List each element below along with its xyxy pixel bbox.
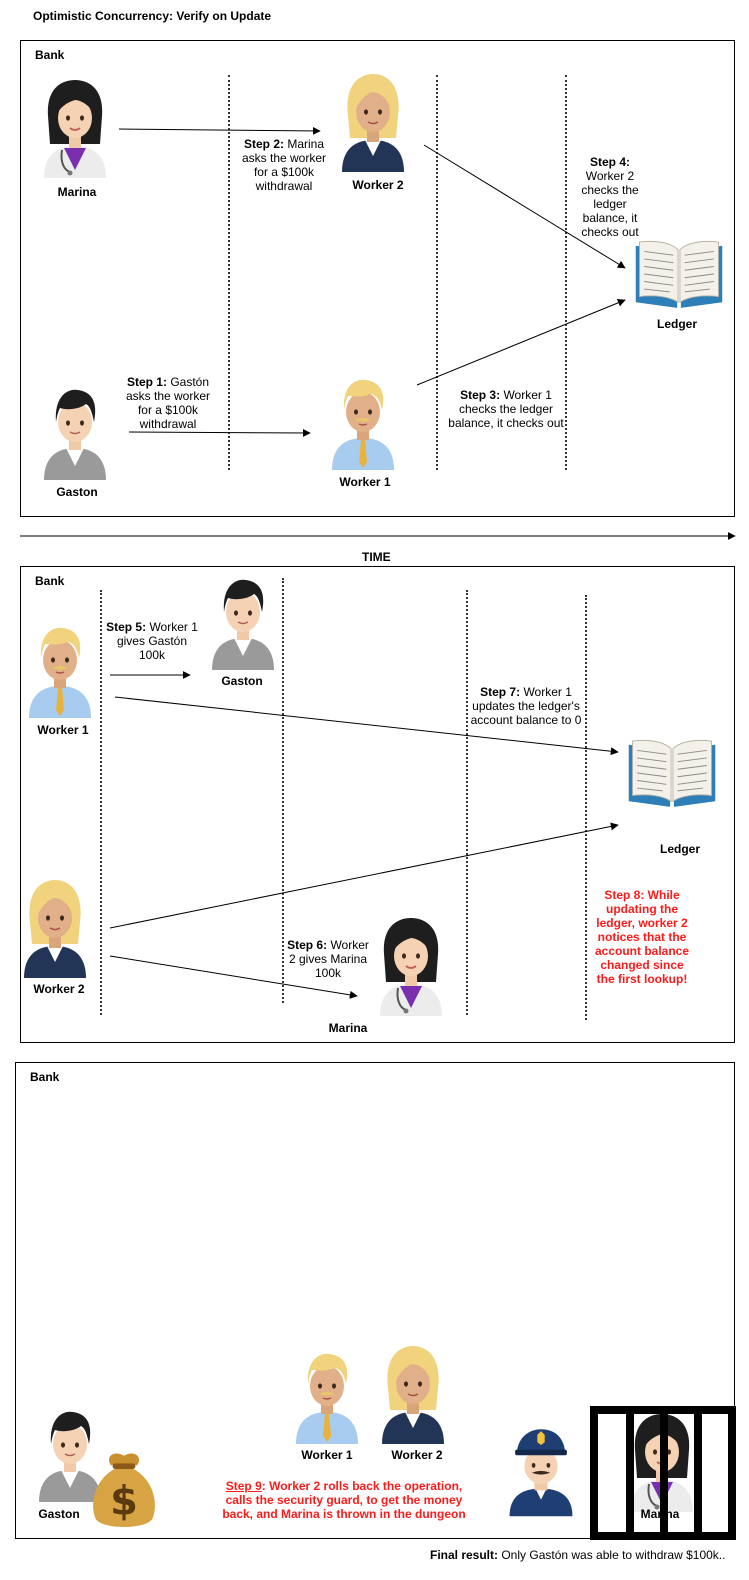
- timeline-divider: [436, 75, 438, 470]
- worker2-label: Worker 2: [352, 178, 404, 192]
- diagram-title: Optimistic Concurrency: Verify on Update: [33, 9, 272, 23]
- arrow-worker1-to-ledger: [114, 696, 619, 756]
- step-4-note: Step 4: Worker 2 checks the ledger balan…: [581, 155, 639, 239]
- arrow-worker2-to-marina: [109, 955, 358, 999]
- step-7-note: Step 7: Worker 1 updates the ledger's ac…: [470, 685, 582, 727]
- arrow-worker2-to-ledger: [109, 822, 619, 929]
- ledger-label: Ledger: [659, 842, 700, 856]
- panel-2-bank-label: Bank: [35, 574, 65, 588]
- step-9-warning: Step 9: Worker 2 rolls back the operatio…: [222, 1479, 466, 1521]
- arrow-worker2-to-ledger: [423, 144, 626, 269]
- marina-label: Marina: [57, 185, 97, 199]
- timeline-divider: [228, 75, 230, 470]
- worker1-label: Worker 1: [301, 1448, 353, 1462]
- worker2-label: Worker 2: [391, 1448, 443, 1462]
- timeline-divider: [585, 595, 587, 1020]
- step-5-note: Step 5: Worker 1 gives Gastón 100k: [106, 620, 198, 662]
- panel-2: [20, 566, 735, 1043]
- final-result: Final result: Only Gastón was able to wi…: [430, 1548, 726, 1562]
- worker1-label: Worker 1: [37, 723, 89, 737]
- timeline-divider: [565, 75, 567, 470]
- worker2-label: Worker 2: [33, 982, 85, 996]
- timeline-divider: [466, 590, 468, 1015]
- marina-label: Marina: [328, 1021, 368, 1035]
- step-3-note: Step 3: Worker 1 checks the ledger balan…: [448, 388, 564, 430]
- ledger-label: Ledger: [656, 317, 697, 331]
- panel-1-bank-label: Bank: [35, 48, 65, 62]
- timeline-divider: [282, 578, 284, 1003]
- time-axis-label: TIME: [362, 550, 391, 564]
- timeline-divider: [100, 590, 102, 1015]
- jail-bars-icon: [590, 1406, 736, 1540]
- gaston-label: Gaston: [56, 485, 98, 499]
- step-8-warning: Step 8: While updating the ledger, worke…: [594, 888, 690, 986]
- arrow-worker1-to-ledger: [416, 299, 626, 386]
- gaston-label: Gaston: [221, 674, 263, 688]
- step-6-note: Step 6: Worker 2 gives Marina 100k: [287, 938, 369, 980]
- arrow-marina-to-worker2: [118, 126, 321, 135]
- panel-3-bank-label: Bank: [30, 1070, 60, 1084]
- step-2-note: Step 2: Marina asks the worker for a $10…: [241, 137, 327, 193]
- gaston-label: Gaston: [38, 1507, 80, 1521]
- step-9-label: Step 9: [225, 1479, 262, 1493]
- step-1-note: Step 1: Gastón asks the worker for a $10…: [125, 375, 211, 431]
- worker1-label: Worker 1: [339, 475, 391, 489]
- arrow-gaston-to-worker1: [128, 428, 311, 437]
- panel-1: [20, 40, 735, 517]
